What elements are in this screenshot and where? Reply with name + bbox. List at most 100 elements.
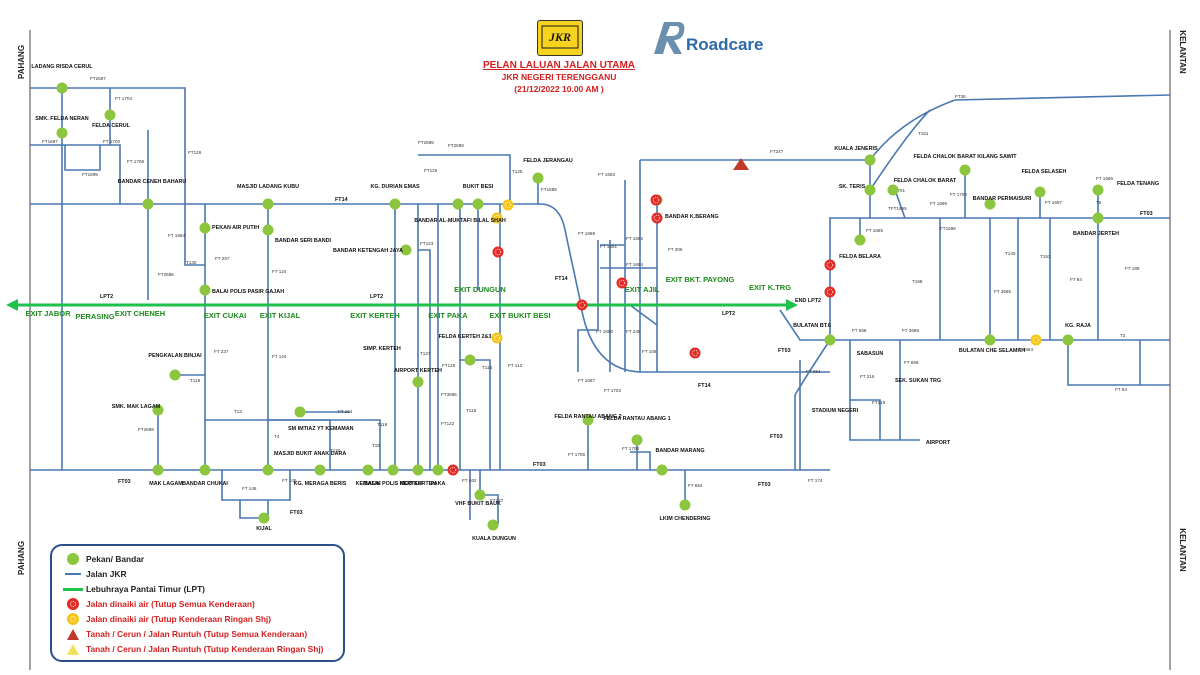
svg-text:FT 114: FT 114 xyxy=(338,409,353,414)
svg-text:FT 1689: FT 1689 xyxy=(578,231,595,236)
town-dot-icon xyxy=(67,553,79,565)
svg-text:AIRPORT KERTEH: AIRPORT KERTEH xyxy=(394,368,442,374)
svg-text:BANDAR KETENGAH JAYA: BANDAR KETENGAH JAYA xyxy=(333,248,403,254)
landslide-closed-icon xyxy=(67,628,79,640)
svg-text:FT3685: FT3685 xyxy=(441,392,457,397)
town-dot xyxy=(984,334,996,346)
town-dot xyxy=(199,284,211,296)
town-dot xyxy=(142,198,154,210)
svg-text:FT 1691: FT 1691 xyxy=(600,244,617,249)
map-subtitle: JKR NEGERI TERENGGANU xyxy=(502,72,617,82)
svg-text:FT122: FT122 xyxy=(441,421,455,426)
svg-text:EXIT JABOR: EXIT JABOR xyxy=(25,309,71,318)
svg-text:STADIUM NEGERI: STADIUM NEGERI xyxy=(812,408,859,414)
town-dot xyxy=(679,499,691,511)
svg-text:BULATAN CHE SELAMAH: BULATAN CHE SELAMAH xyxy=(959,348,1025,354)
svg-text:JKR: JKR xyxy=(548,30,571,44)
svg-text:FT 257: FT 257 xyxy=(215,256,230,261)
svg-text:KUALA JENERIS: KUALA JENERIS xyxy=(834,146,878,152)
svg-text:T116: T116 xyxy=(482,365,493,370)
road-labels: LPT2 LPT2 LPT2 FT14 FT14 FT14 FT03 FT03 … xyxy=(100,197,1153,516)
town-dot xyxy=(262,224,274,236)
svg-text:FELDA RANTAU ABANG 1: FELDA RANTAU ABANG 1 xyxy=(603,416,670,422)
svg-text:FELDA CERUL: FELDA CERUL xyxy=(92,123,131,129)
svg-text:EXIT KERTEH: EXIT KERTEH xyxy=(350,311,400,320)
svg-text:PAKA: PAKA xyxy=(431,481,446,487)
svg-text:FT215: FT215 xyxy=(872,400,886,405)
flood-light-marker xyxy=(491,212,503,224)
legend-flood-all: Jalan dinaiki air (Tutup Semua Kenderaan… xyxy=(60,597,255,611)
town-dot xyxy=(169,369,181,381)
svg-text:FT 1702: FT 1702 xyxy=(950,192,967,197)
svg-text:FT 106: FT 106 xyxy=(642,349,657,354)
svg-text:FT 1703: FT 1703 xyxy=(604,388,621,393)
town-dot xyxy=(400,244,412,256)
town-dot xyxy=(1062,334,1074,346)
svg-text:FT 658: FT 658 xyxy=(852,328,867,333)
svg-text:FT 658: FT 658 xyxy=(904,360,919,365)
svg-text:BULATAN BT.6: BULATAN BT.6 xyxy=(793,323,831,329)
svg-text:BANDAR JERTEH: BANDAR JERTEH xyxy=(1073,231,1119,237)
town-dot xyxy=(1034,186,1046,198)
svg-text:T13: T13 xyxy=(234,409,242,414)
svg-text:T118: T118 xyxy=(190,378,201,383)
svg-text:FT2685: FT2685 xyxy=(418,140,434,145)
svg-text:FT 1706: FT 1706 xyxy=(622,446,639,451)
svg-text:Roadcare: Roadcare xyxy=(686,35,763,54)
svg-text:FT03: FT03 xyxy=(770,434,783,440)
highway-line-icon xyxy=(63,587,83,591)
svg-text:SMK. FELDA NERAN: SMK. FELDA NERAN xyxy=(35,116,89,122)
svg-text:PENGKALAN BINJAI: PENGKALAN BINJAI xyxy=(148,353,202,359)
town-dot xyxy=(464,354,476,366)
svg-text:FT 1697: FT 1697 xyxy=(1045,200,1062,205)
town-dot xyxy=(582,414,594,426)
flood-light-icon xyxy=(67,613,79,625)
svg-text:LPT2: LPT2 xyxy=(100,294,113,300)
flood-closed-marker xyxy=(824,286,836,298)
svg-text:FT 1690: FT 1690 xyxy=(596,329,613,334)
town-dot xyxy=(262,198,274,210)
svg-text:FT1687: FT1687 xyxy=(42,139,58,144)
svg-text:LPT2: LPT2 xyxy=(722,311,735,317)
town-dot xyxy=(452,198,464,210)
svg-text:FT247: FT247 xyxy=(770,149,784,154)
legend-slope-light: Tanah / Cerun / Jalan Runtuh (Tutup Kend… xyxy=(60,642,323,656)
svg-text:FT123: FT123 xyxy=(420,241,434,246)
svg-text:SEK. SUKAN TRG: SEK. SUKAN TRG xyxy=(895,378,941,384)
svg-text:PERASING: PERASING xyxy=(75,312,114,321)
border-kelantan-bottom: KELANTAN xyxy=(1178,528,1187,572)
exit-labels: EXIT JABOR PERASING EXIT CHENEH EXIT CUK… xyxy=(25,275,821,321)
svg-text:EXIT CHENEH: EXIT CHENEH xyxy=(115,309,165,318)
landslide-light-icon xyxy=(67,643,79,655)
flood-closed-marker xyxy=(651,212,663,224)
town-dot xyxy=(412,376,424,388)
svg-text:AIRPORT: AIRPORT xyxy=(926,440,951,446)
svg-text:EXIT BKT. PAYONG: EXIT BKT. PAYONG xyxy=(666,275,735,284)
map-legend: Pekan/ Bandar Jalan JKR Lebuhraya Pantai… xyxy=(50,544,345,662)
svg-text:KUALA DUNGUN: KUALA DUNGUN xyxy=(472,536,516,542)
svg-text:FT 1700: FT 1700 xyxy=(103,139,120,144)
svg-text:BUKIT BESI: BUKIT BESI xyxy=(463,184,494,190)
svg-text:FT 306: FT 306 xyxy=(668,247,683,252)
svg-text:T125: T125 xyxy=(512,169,523,174)
flood-closed-marker xyxy=(492,246,504,258)
legend-highway: Lebuhraya Pantai Timur (LPT) xyxy=(60,582,205,596)
flood-closed-marker xyxy=(824,259,836,271)
svg-text:EXIT BUKIT BESI: EXIT BUKIT BESI xyxy=(489,311,550,320)
svg-text:T3: T3 xyxy=(1120,333,1126,338)
border-pahang-bottom: PAHANG xyxy=(17,541,26,575)
svg-text:FT14: FT14 xyxy=(335,197,348,203)
svg-text:FT 1687: FT 1687 xyxy=(578,378,595,383)
svg-text:EXIT K.TRG: EXIT K.TRG xyxy=(749,283,791,292)
town-dot xyxy=(854,234,866,246)
road-codes: FT2687 FT 1704 FT1687 FT 1700 FT1699 FT … xyxy=(42,76,1140,503)
svg-text:FELDA KERTEH 2&3: FELDA KERTEH 2&3 xyxy=(439,334,492,340)
svg-text:FT1688: FT1688 xyxy=(541,187,557,192)
town-dot xyxy=(56,82,68,94)
svg-text:BALAI POLIS KERTEH: BALAI POLIS KERTEH xyxy=(364,481,422,487)
town-dot xyxy=(314,464,326,476)
svg-text:FT 124: FT 124 xyxy=(272,269,287,274)
svg-text:FT 1704: FT 1704 xyxy=(115,96,132,101)
flood-closed-marker xyxy=(447,464,459,476)
svg-text:EXIT DUNGUN: EXIT DUNGUN xyxy=(454,285,506,294)
